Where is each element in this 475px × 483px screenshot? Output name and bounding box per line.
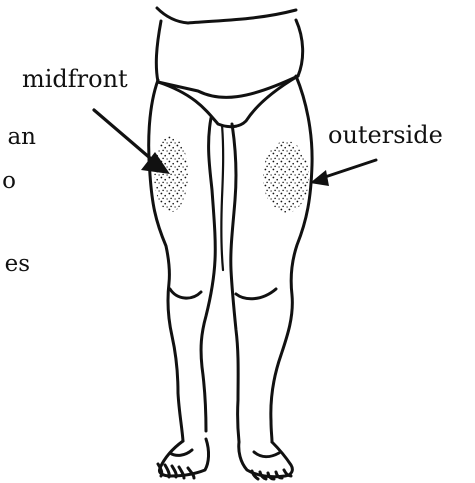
outerside-stipple-zone: [263, 141, 309, 213]
midfront-arrow: [94, 110, 170, 174]
hips-region: [156, 8, 302, 127]
midfront-stipple-zone: [154, 136, 188, 212]
inner-crotch-line: [221, 125, 223, 270]
outerside-arrow: [310, 160, 376, 186]
right-leg-outline: [231, 76, 312, 479]
left-leg-outline: [149, 80, 216, 478]
